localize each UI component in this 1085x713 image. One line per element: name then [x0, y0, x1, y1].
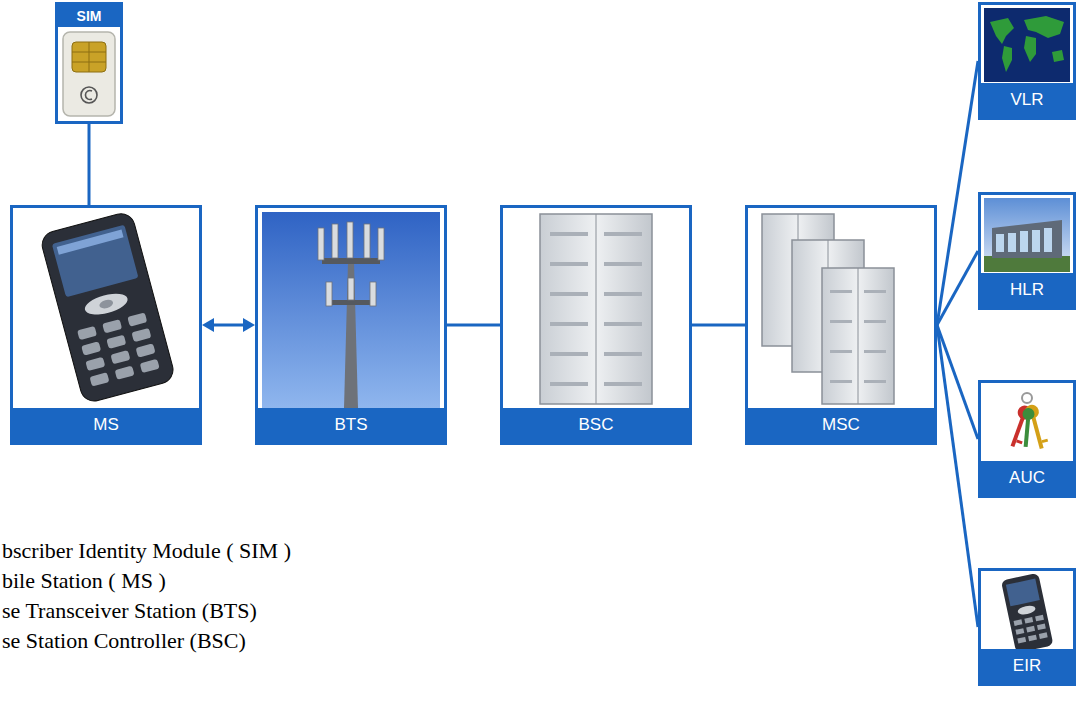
box-label: AUC [981, 461, 1073, 495]
box-label: BSC [503, 408, 689, 442]
box-label: MSC [748, 408, 934, 442]
world-map [984, 8, 1070, 82]
list-item: bile Station ( MS ) [2, 566, 291, 596]
keys [1006, 393, 1050, 450]
connector [89, 124, 90, 205]
connector-line [447, 324, 500, 327]
list-item: se Station Controller (BSC) [2, 626, 291, 656]
connector [937, 325, 978, 439]
controller-cabinet [540, 214, 652, 404]
mobile-phone [39, 211, 176, 405]
connector [937, 325, 978, 627]
list-item: se Transceiver Station (BTS) [2, 596, 291, 626]
box-label: MS [13, 408, 199, 442]
switch-cabinets [762, 214, 894, 404]
connector [692, 325, 745, 326]
sim-card [63, 32, 115, 116]
list-item: bscriber Identity Module ( SIM ) [2, 536, 291, 566]
arrow-head [243, 318, 255, 332]
register-box: AUC [978, 380, 1076, 498]
connector [447, 325, 500, 326]
connector-line [88, 124, 91, 205]
label-list: bscriber Identity Module ( SIM )bile Sta… [2, 536, 291, 656]
phone-icon [1001, 573, 1054, 653]
station-box: BSC [500, 205, 692, 445]
box-label: EIR [981, 649, 1073, 683]
box-label: SIM [58, 5, 120, 27]
register-box: EIR [978, 568, 1076, 686]
connector-line [937, 325, 978, 439]
connector-line [937, 251, 978, 325]
sim-box: SIM [55, 2, 123, 124]
station-box: BTS [255, 205, 447, 445]
connector-line [692, 324, 745, 327]
office-building [984, 198, 1070, 272]
connector-line [937, 325, 978, 627]
cell-tower [262, 212, 440, 408]
connector-line [212, 324, 245, 327]
box-label: HLR [981, 273, 1073, 307]
register-box: VLR [978, 2, 1076, 120]
box-label: VLR [981, 83, 1073, 117]
connector [937, 251, 978, 325]
station-box: MS [10, 205, 202, 445]
connector [937, 61, 978, 325]
arrow-head [202, 318, 214, 332]
station-box: MSC [745, 205, 937, 445]
connector [202, 318, 255, 332]
box-label: BTS [258, 408, 444, 442]
connector-line [937, 61, 978, 325]
register-box: HLR [978, 192, 1076, 310]
